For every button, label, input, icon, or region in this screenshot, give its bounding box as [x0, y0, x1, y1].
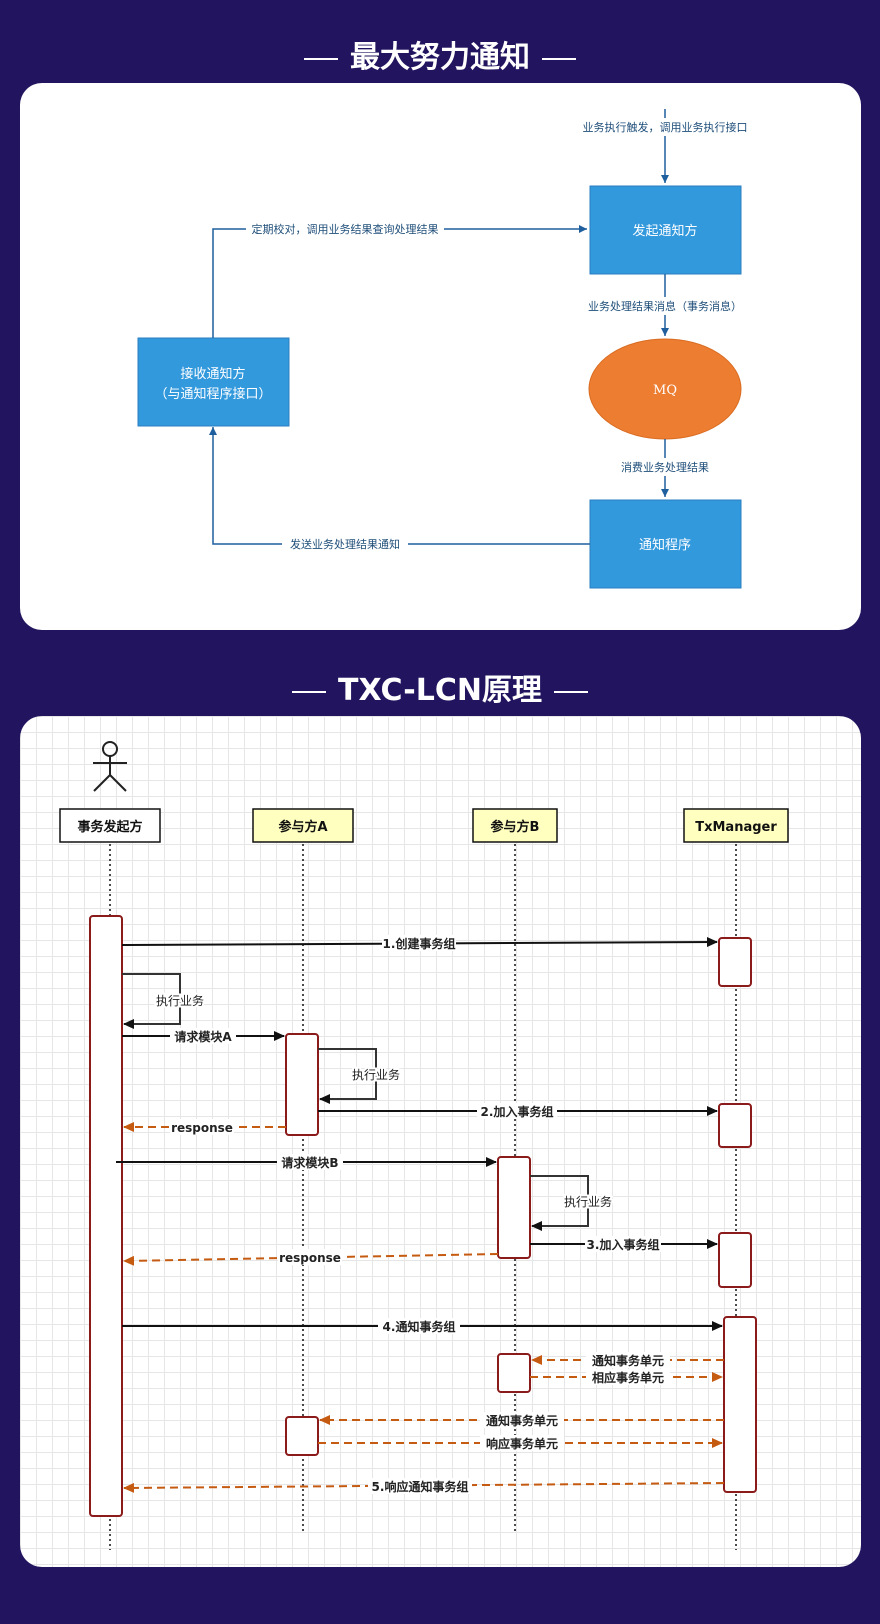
edge-to-mq-label: 业务处理结果消息（事务消息） — [588, 299, 742, 313]
title-dash-right — [542, 57, 576, 60]
activation-manager-3 — [718, 1232, 752, 1288]
lane-header-initiator — [59, 808, 161, 843]
msg-self-exec-b-label: 执行业务 — [564, 1194, 612, 1209]
activation-party-a-2 — [285, 1416, 319, 1456]
msg-self-exec-initiator — [122, 973, 181, 1029]
txc-lcn-sequence-diagram: 事务发起方 参与方A 参与方B TxManager 1.创建事务组 执行业务 — [59, 741, 789, 1550]
txc-lcn-sequence-card: 事务发起方 参与方A 参与方B TxManager 1.创建事务组 执行业务 — [20, 716, 861, 1567]
msg-ack-unit-b-label: 相应事务单元 — [592, 1370, 664, 1385]
lane-label-party-a: 参与方A — [278, 819, 327, 835]
msg-response-b-label: response — [279, 1251, 341, 1265]
initiator-box-label: 发起通知方 — [632, 223, 697, 239]
msg-response-a-label: response — [171, 1121, 233, 1135]
notifier-box — [589, 499, 742, 589]
lane-header-party-a — [252, 808, 354, 843]
edge-send-notify-label: 发送业务处理结果通知 — [290, 537, 400, 551]
receiver-box — [137, 337, 290, 427]
edge-trigger-label: 业务执行触发，调用业务执行接口 — [583, 120, 748, 134]
section-title-best-effort: 最大努力通知 — [0, 32, 880, 76]
lane-header-manager — [683, 808, 789, 843]
lane-label-manager: TxManager — [695, 820, 777, 835]
notifier-box-label: 通知程序 — [639, 537, 691, 553]
msg-notify-group-label: 4.通知事务组 — [383, 1319, 456, 1334]
lane-label-initiator: 事务发起方 — [77, 819, 142, 835]
msg-ack-unit-a-label: 响应事务单元 — [486, 1436, 558, 1451]
msg-request-b-label: 请求模块B — [281, 1155, 338, 1170]
msg-join-group-a-label: 2.加入事务组 — [481, 1104, 554, 1119]
edge-send-notify — [209, 427, 590, 545]
edge-consume-label: 消费业务处理结果 — [621, 460, 709, 474]
activation-party-b — [497, 1156, 531, 1259]
activation-party-b-2 — [497, 1353, 531, 1393]
lane-label-party-b: 参与方B — [491, 819, 540, 835]
activation-party-a — [285, 1033, 319, 1136]
initiator-box — [589, 185, 742, 275]
best-effort-flowchart: 业务执行触发，调用业务执行接口 发起通知方 业务处理结果消息（事务消息） MQ … — [137, 109, 755, 589]
section-title-txc-lcn: TXC-LCN原理 — [0, 665, 880, 709]
best-effort-diagram-card: 业务执行触发，调用业务执行接口 发起通知方 业务处理结果消息（事务消息） MQ … — [20, 83, 861, 630]
mq-node-label: MQ — [653, 383, 677, 398]
activation-initiator — [89, 915, 123, 1517]
title-dash-right — [553, 690, 588, 693]
actor-figure — [93, 741, 127, 792]
activation-manager-2 — [718, 1103, 752, 1148]
msg-join-group-b-label: 3.加入事务组 — [587, 1237, 660, 1252]
title-dash-left — [292, 690, 327, 693]
edge-periodic-check-label: 定期校对，调用业务结果查询处理结果 — [252, 222, 439, 236]
msg-create-group-label: 1.创建事务组 — [383, 936, 456, 951]
msg-self-exec-a-label: 执行业务 — [352, 1067, 400, 1082]
activation-manager-4 — [723, 1316, 757, 1493]
msg-request-a-label: 请求模块A — [174, 1029, 232, 1044]
receiver-box-label-2: （与通知程序接口） — [154, 386, 271, 402]
msg-self-exec-b — [530, 1175, 589, 1231]
lane-header-party-b — [472, 808, 558, 843]
msg-self-exec-a — [318, 1048, 377, 1104]
title-dash-left — [304, 57, 338, 60]
section1-title: 最大努力通知 — [350, 40, 530, 75]
msg-notify-unit-b-label: 通知事务单元 — [592, 1353, 664, 1368]
section2-title: TXC-LCN原理 — [338, 673, 542, 708]
msg-respond-notify-group-label: 5.响应通知事务组 — [372, 1479, 469, 1494]
activation-manager-1 — [718, 937, 752, 987]
msg-notify-unit-a-label: 通知事务单元 — [486, 1413, 558, 1428]
receiver-box-label-1: 接收通知方 — [180, 366, 245, 382]
edge-periodic-check — [212, 225, 587, 338]
msg-self-exec-initiator-label: 执行业务 — [156, 993, 204, 1008]
